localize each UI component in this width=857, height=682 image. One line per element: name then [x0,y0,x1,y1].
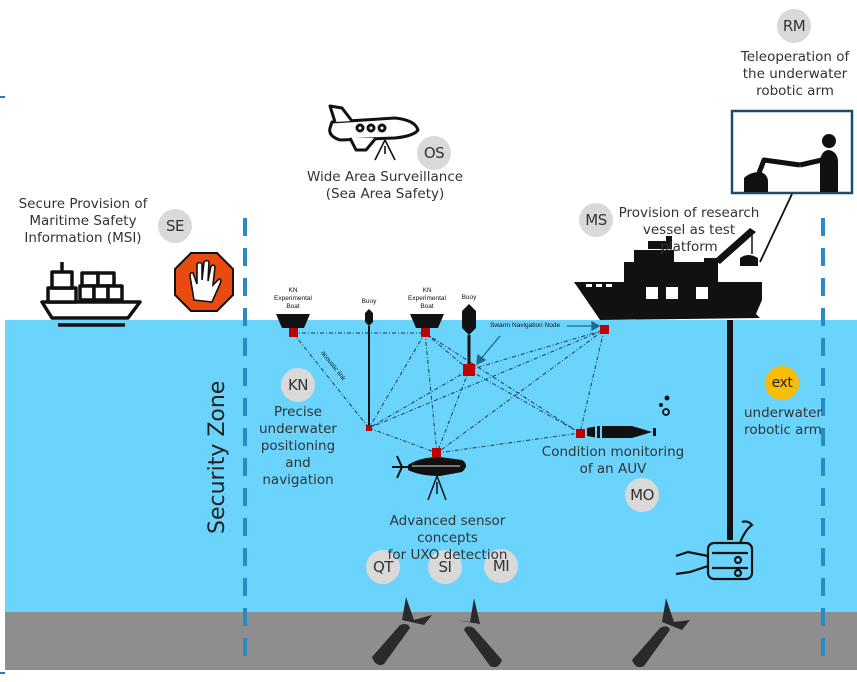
badge-si: SI [428,550,462,584]
badge-mi: MI [484,549,518,583]
sensor-vehicle-icon [392,455,466,501]
label-line: robotic arm [756,83,834,99]
label-line: the underwater [742,66,848,82]
badge-rm: RM [777,9,811,43]
cargo-ship-icon [40,262,142,327]
label-line: Secure Provision of [18,196,148,212]
label-line: navigation [262,472,334,488]
label-kn-boat-1: KN Experimental Boat [268,287,318,311]
label-line: Teleoperation of [740,49,850,65]
node-sensor-vehicle [432,448,441,457]
label-positioning: Precise underwater positioning and navig… [258,404,338,489]
label-robotic-arm: underwater robotic arm [740,405,826,439]
label-msi: Secure Provision of Maritime Safety Info… [18,196,148,247]
label-line: Provision of research [618,205,760,221]
edge-tick-bottom [0,672,5,674]
label-line: Experimental [408,295,446,302]
node-kn-boat-2 [421,328,430,337]
research-vessel-icon [574,228,762,320]
label-line: positioning [260,438,336,454]
label-uxo: Advanced sensor concepts for UXO detecti… [360,513,535,564]
node-kn-boat-1 [289,328,298,337]
node-auv [576,429,585,438]
swarm-navigation-nodes [289,325,609,457]
label-line: Precise [274,404,322,420]
auv-icon [587,395,670,438]
label-buoy-1: Buoy [361,298,377,305]
uxo-bomb-1-icon [372,597,432,666]
label-line: Wide Area Surveillance [306,169,464,185]
acoustic-network-links [292,329,605,454]
badge-os: OS [417,136,451,170]
rov-icon [675,520,754,581]
uxo-bomb-3-icon [632,598,690,668]
swarm-node-arrows [476,320,601,366]
label-line: of an AUV [579,461,647,477]
label-line: robotic arm [744,422,822,438]
label-line: underwater [743,405,822,421]
label-line: Experimental [274,295,312,302]
badge-kn: KN [281,368,315,402]
label-line: for UXO detection [387,547,508,563]
uxo-bomb-2-icon [454,598,502,668]
badge-ext: ext [765,366,799,400]
label-line: and [285,455,311,471]
teleoperation-link-line [759,193,793,263]
label-line: underwater [258,421,337,437]
label-surveillance: Wide Area Surveillance (Sea Area Safety) [300,169,470,203]
teleoperator-icon [730,109,854,195]
label-line: Boat [420,303,434,310]
label-buoy-2: Buoy [461,294,477,301]
badge-ms: MS [579,203,613,237]
label-line: Boat [286,303,300,310]
label-teleoperation: Teleoperation of the underwater robotic … [735,49,855,100]
label-line: Advanced sensor concepts [389,513,506,546]
security-zone-label: Security Zone [205,380,230,534]
surveillance-airplane-icon [328,104,420,161]
label-line: Condition monitoring [541,444,685,460]
badge-qt: QT [366,550,400,584]
edge-tick-top [0,96,5,98]
kn-experimental-boat-1-icon [276,314,310,328]
label-swarm-node: Swarm Navigation Node [490,322,561,329]
label-line: vessel as test platform [642,222,736,255]
label-auv-monitoring: Condition monitoring of an AUV [538,444,688,478]
node-buoy-2 [463,364,475,376]
label-line: Information (MSI) [24,230,142,246]
buoy-1-icon [365,309,373,428]
badge-mo: MO [625,478,659,512]
label-research-vessel: Provision of research vessel as test pla… [614,205,764,256]
stop-hand-icon [174,252,234,312]
node-buoy-1 [366,425,372,431]
label-kn-boat-2: KN Experimental Boat [402,287,452,311]
label-line: Maritime Safety [29,213,137,229]
buoy-2-icon [462,304,476,366]
kn-experimental-boat-2-icon [410,314,444,328]
node-vessel [600,325,609,334]
badge-se: SE [158,209,192,243]
label-line: KN [422,287,432,294]
seabed [5,612,857,670]
label-line: (Sea Area Safety) [325,186,445,202]
label-line: KN [288,287,298,294]
